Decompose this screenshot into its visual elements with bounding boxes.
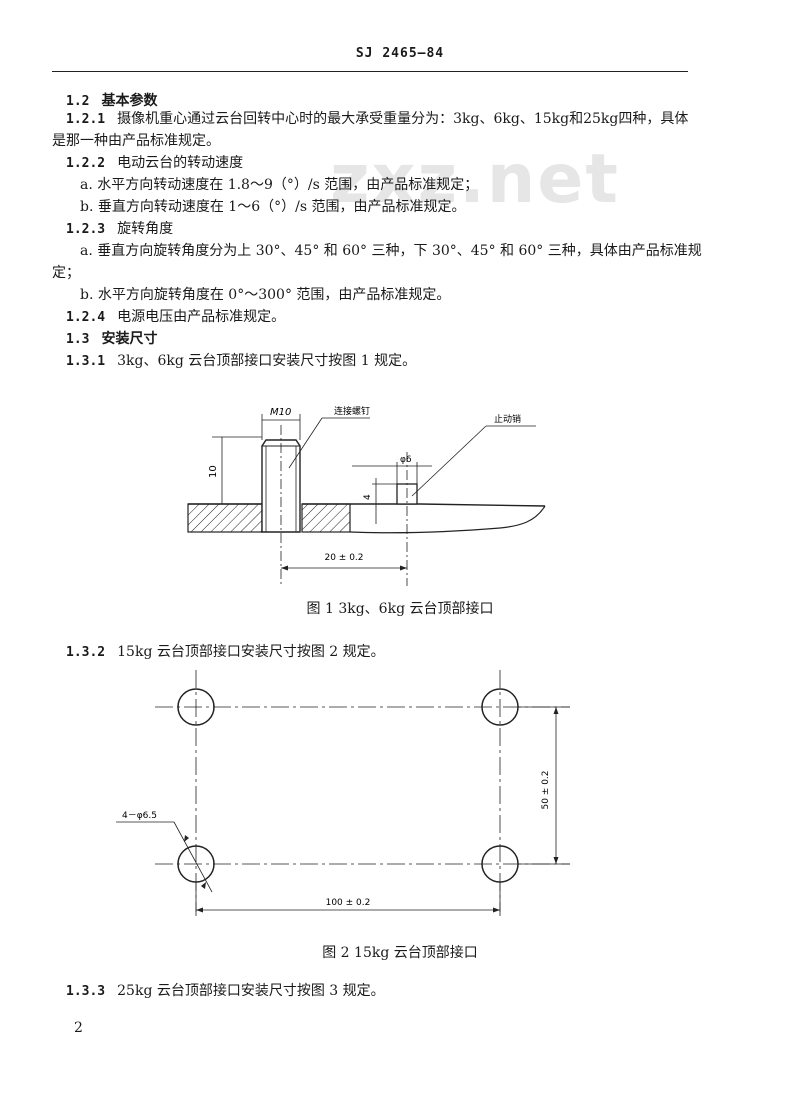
para-1-3-2: 1.3.2 15kg 云台顶部接口安装尺寸按图 2 规定。 [66, 643, 385, 662]
label-m10: M10 [270, 407, 291, 418]
watermark: zxz.net [330, 140, 620, 219]
dim-4: 4 [363, 494, 373, 500]
section-number: 1.3 [66, 332, 90, 347]
section-number: 1.2.1 [66, 112, 106, 127]
figure-1-caption: 图 1 3kg、6kg 云台顶部接口 [306, 601, 494, 617]
section-1-2-2: 1.2.2 电动云台的转动速度 [66, 154, 243, 173]
para-text: 电源电压由产品标准规定。 [117, 309, 286, 325]
para-1-2-2-a: a. 水平方向转动速度在 1.8～9（°）/s 范围，由产品标准规定； [80, 177, 479, 193]
section-number: 1.2.2 [66, 156, 106, 171]
holes-leader [173, 821, 213, 893]
figure-1-drawing: M10 10 连接螺钉 φ6 4 止动销 20 ± 0.2 [187, 405, 546, 586]
plate-break-edge [349, 505, 546, 534]
para-text: 3kg、6kg 云台顶部接口安装尺寸按图 1 规定。 [117, 353, 417, 369]
dim-20: 20 ± 0.2 [324, 553, 363, 563]
section-number: 1.3.1 [66, 354, 106, 369]
para-1-2-2-b: b. 垂直方向转动速度在 1～6（°）/s 范围，由产品标准规定。 [80, 199, 466, 215]
para-1-2-3-a-line2: 定； [52, 265, 80, 281]
label-pin: 止动销 [494, 413, 521, 425]
header-rule [52, 71, 688, 72]
section-1-2: 1.2 基本参数 [66, 92, 157, 111]
dim-10: 10 [208, 465, 219, 478]
para-1-2-4: 1.2.4 电源电压由产品标准规定。 [66, 308, 285, 327]
para-text: 摄像机重心通过云台回转中心时的最大承受重量分为：3kg、6kg、15kg和25k… [117, 111, 689, 127]
hole-top-left [177, 688, 215, 726]
bolt-leader [288, 417, 323, 469]
para-1-2-3-b: b. 水平方向旋转角度在 0°～300° 范围，由产品标准规定。 [80, 287, 451, 303]
para-1-2-1-line2: 是那一种由产品标准规定。 [52, 133, 220, 149]
section-title: 旋转角度 [117, 221, 174, 237]
document-header: SJ 2465—84 [355, 46, 445, 61]
figure-2-caption: 图 2 15kg 云台顶部接口 [322, 945, 478, 961]
para-1-3-1: 1.3.1 3kg、6kg 云台顶部接口安装尺寸按图 1 规定。 [66, 352, 416, 371]
para-1-2-1-line1: 1.2.1 摄像机重心通过云台回转中心时的最大承受重量分为：3kg、6kg、15k… [66, 110, 688, 129]
section-title: 安装尺寸 [101, 331, 158, 347]
section-title: 基本参数 [101, 93, 158, 109]
label-bolt: 连接螺钉 [334, 405, 370, 417]
hatch-right [301, 503, 351, 533]
para-1-2-3-a-line1: a. 垂直方向旋转角度分为上 30°、45° 和 60° 三种，下 30°、45… [80, 243, 702, 259]
section-number: 1.2.3 [66, 222, 106, 237]
dim-50: 50 ± 0.2 [541, 770, 551, 809]
section-title: 电动云台的转动速度 [117, 155, 244, 171]
section-1-3: 1.3 安装尺寸 [66, 330, 157, 349]
dim-phi6: φ6 [400, 455, 412, 465]
para-text: 15kg 云台顶部接口安装尺寸按图 2 规定。 [117, 644, 385, 660]
page-number: 2 [74, 1020, 83, 1036]
section-number: 1.3.3 [66, 984, 106, 999]
section-number: 1.2 [66, 94, 90, 109]
figure-1: M10 10 连接螺钉 φ6 4 止动销 20 ± 0.2 [187, 405, 546, 586]
figure-2-drawing: 50 ± 0.2 100 ± 0.2 4－φ6.5 [116, 670, 570, 916]
pin-leader [411, 425, 487, 497]
dim-100: 100 ± 0.2 [326, 898, 371, 908]
label-holes: 4－φ6.5 [122, 811, 157, 821]
section-number: 1.3.2 [66, 645, 106, 660]
para-text: 25kg 云台顶部接口安装尺寸按图 3 规定。 [117, 983, 385, 999]
hatch-left [187, 503, 263, 533]
section-number: 1.2.4 [66, 310, 106, 325]
section-1-2-3: 1.2.3 旋转角度 [66, 220, 173, 239]
figure-2: 50 ± 0.2 100 ± 0.2 4－φ6.5 [0, 660, 800, 944]
para-1-3-3: 1.3.3 25kg 云台顶部接口安装尺寸按图 3 规定。 [66, 982, 385, 1001]
